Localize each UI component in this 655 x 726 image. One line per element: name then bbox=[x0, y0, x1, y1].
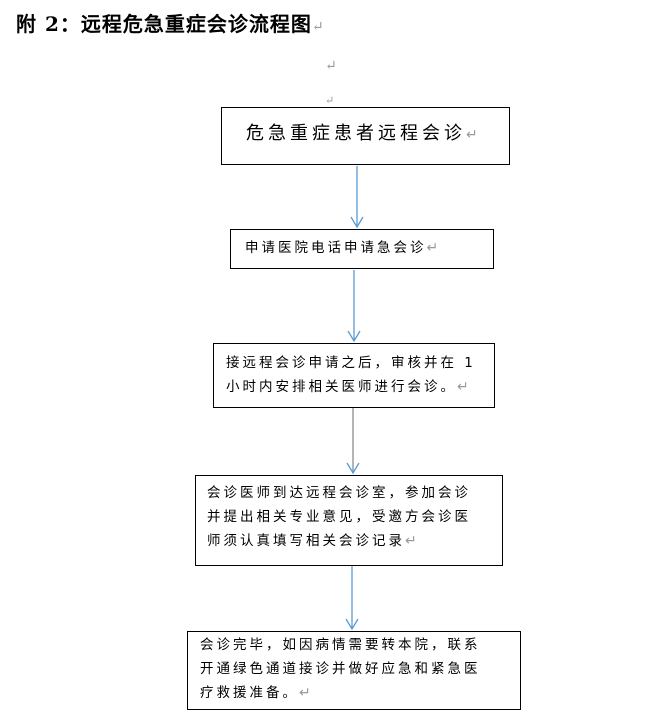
arrow-2 bbox=[347, 270, 361, 343]
paragraph-mark-icon: ↵ bbox=[299, 685, 314, 701]
flow-step-4: 会诊医师到达远程会诊室，参加会诊 并提出相关专业意见，受邀方会诊医 师须认真填写… bbox=[195, 475, 503, 566]
step-text-line: 师须认真填写相关会诊记录↵ bbox=[207, 533, 420, 549]
paragraph-mark-icon: ↵ bbox=[405, 533, 420, 549]
paragraph-mark-icon: ↵ bbox=[325, 58, 337, 74]
step-text-line: 小时内安排相关医师进行会诊。↵ bbox=[226, 379, 472, 395]
paragraph-mark-icon: ↵ bbox=[311, 19, 325, 35]
paragraph-mark-icon: ↵ bbox=[457, 379, 472, 395]
flow-step-3: 接远程会诊申请之后，审核并在 1 小时内安排相关医师进行会诊。↵ bbox=[213, 343, 495, 408]
paragraph-mark-icon: ↵ bbox=[426, 240, 442, 256]
arrow-1 bbox=[350, 166, 364, 229]
page-title: 附 2：远程危急重症会诊流程图↵ bbox=[16, 8, 325, 37]
step-text-line: 会诊完毕，如因病情需要转本院，联系 bbox=[200, 637, 481, 653]
step-text-line: 并提出相关专业意见，受邀方会诊医 bbox=[207, 509, 471, 525]
paragraph-mark-icon: ↵ bbox=[466, 127, 482, 143]
arrow-3 bbox=[346, 408, 360, 475]
step-text-line: 会诊医师到达远程会诊室，参加会诊 bbox=[207, 485, 471, 501]
flow-step-1: 危急重症患者远程会诊↵ bbox=[221, 107, 510, 165]
step-text: 申请医院电话申请急会诊↵ bbox=[245, 240, 442, 256]
paragraph-mark-icon: ↵ bbox=[325, 94, 335, 107]
arrow-4 bbox=[345, 566, 359, 631]
step-text-line: 疗救援准备。↵ bbox=[200, 685, 314, 701]
step-text-line: 接远程会诊申请之后，审核并在 1 bbox=[226, 355, 476, 371]
step-text-line: 开通绿色通道接诊并做好应急和紧急医 bbox=[200, 661, 481, 677]
title-text: 附 2：远程危急重症会诊流程图 bbox=[16, 12, 312, 36]
flow-step-2: 申请医院电话申请急会诊↵ bbox=[230, 229, 494, 269]
step-text: 危急重症患者远程会诊↵ bbox=[246, 123, 482, 144]
flow-step-5: 会诊完毕，如因病情需要转本院，联系 开通绿色通道接诊并做好应急和紧急医 疗救援准… bbox=[187, 631, 521, 710]
